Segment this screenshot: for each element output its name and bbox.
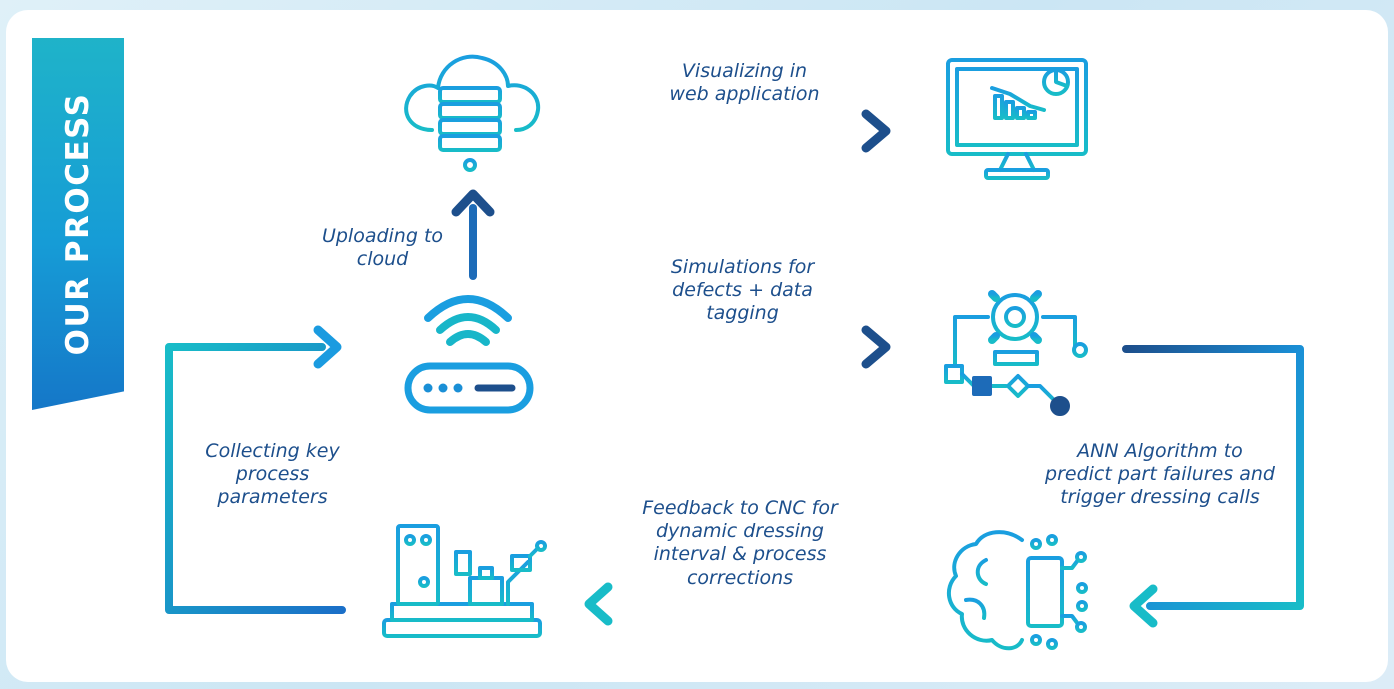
label-visualizing: Visualizing in web application — [669, 60, 820, 106]
section-banner — [32, 38, 124, 410]
monitor-dashboard-icon — [946, 58, 1088, 180]
cnc-machine-icon — [382, 524, 547, 646]
gear-flowchart-icon — [944, 280, 1088, 416]
arrow-cloud-to-monitor — [578, 109, 891, 153]
label-feedback: Feedback to CNC for dynamic dressing int… — [642, 497, 838, 589]
label-ann: ANN Algorithm to predict part failures a… — [1045, 440, 1275, 509]
label-simulations: Simulations for defects + data tagging — [670, 256, 815, 325]
arrow-cnc-to-router — [165, 325, 346, 614]
cloud-server-icon — [404, 54, 541, 172]
router-icon — [404, 295, 534, 414]
arrow-router-to-gear — [578, 325, 891, 369]
ai-brain-icon — [946, 530, 1088, 651]
arrow-router-to-cloud — [451, 189, 495, 280]
arrow-gear-to-brain — [1122, 345, 1304, 628]
label-collecting: Collecting key process parameters — [205, 440, 340, 509]
arrow-brain-to-cnc — [584, 582, 899, 626]
label-uploading: Uploading to cloud — [321, 225, 444, 271]
